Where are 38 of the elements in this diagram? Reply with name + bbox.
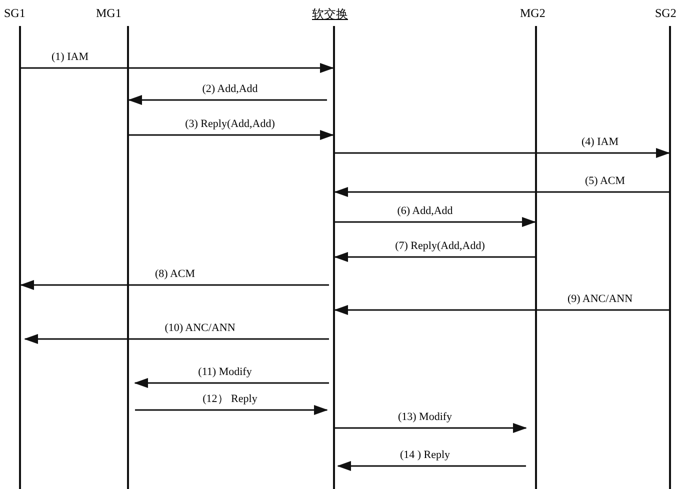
message-arrow [20, 280, 329, 290]
message-arrow [334, 187, 669, 197]
lifeline [333, 26, 335, 489]
edge-label: (9) ANC/ANN [565, 293, 635, 306]
edge-label: (5) ACM [582, 175, 628, 188]
message-arrow [21, 63, 334, 73]
message-arrow [337, 461, 526, 471]
edge-label: (11) Modify [196, 366, 254, 379]
lifeline [669, 26, 671, 489]
edge-label: (12） Reply [200, 393, 260, 406]
lifeline [19, 26, 21, 489]
edge-label: (4) IAM [580, 136, 620, 149]
participant-label: 软交换 [312, 6, 348, 23]
message-arrow [135, 405, 328, 415]
edge-label: (8) ACM [152, 268, 198, 281]
message-arrow [129, 130, 334, 140]
edge-label: (13) Modify [396, 411, 454, 424]
edge-label: (10) ANC/ANN [162, 322, 238, 335]
participant-label: MG1 [96, 6, 122, 21]
participant-label: SG1 [4, 6, 26, 21]
lifeline [535, 26, 537, 489]
message-arrow [335, 217, 536, 227]
message-arrow [335, 423, 527, 433]
participant-label: MG2 [520, 6, 546, 21]
edge-label: (2) Add,Add [200, 83, 260, 96]
edge-label: (14 ) Reply [398, 449, 452, 462]
message-arrow [334, 305, 669, 315]
message-arrow [128, 95, 327, 105]
message-arrow [334, 252, 535, 262]
edge-label: (1) IAM [50, 51, 90, 64]
edge-label: (7) Reply(Add,Add) [393, 240, 487, 253]
lifeline [127, 26, 129, 489]
edge-label: (6) Add,Add [395, 205, 455, 218]
message-arrow [335, 148, 670, 158]
message-arrow [134, 378, 329, 388]
edge-label: (3) Reply(Add,Add) [183, 118, 277, 131]
message-arrow [24, 334, 329, 344]
participant-label: SG2 [655, 6, 676, 21]
